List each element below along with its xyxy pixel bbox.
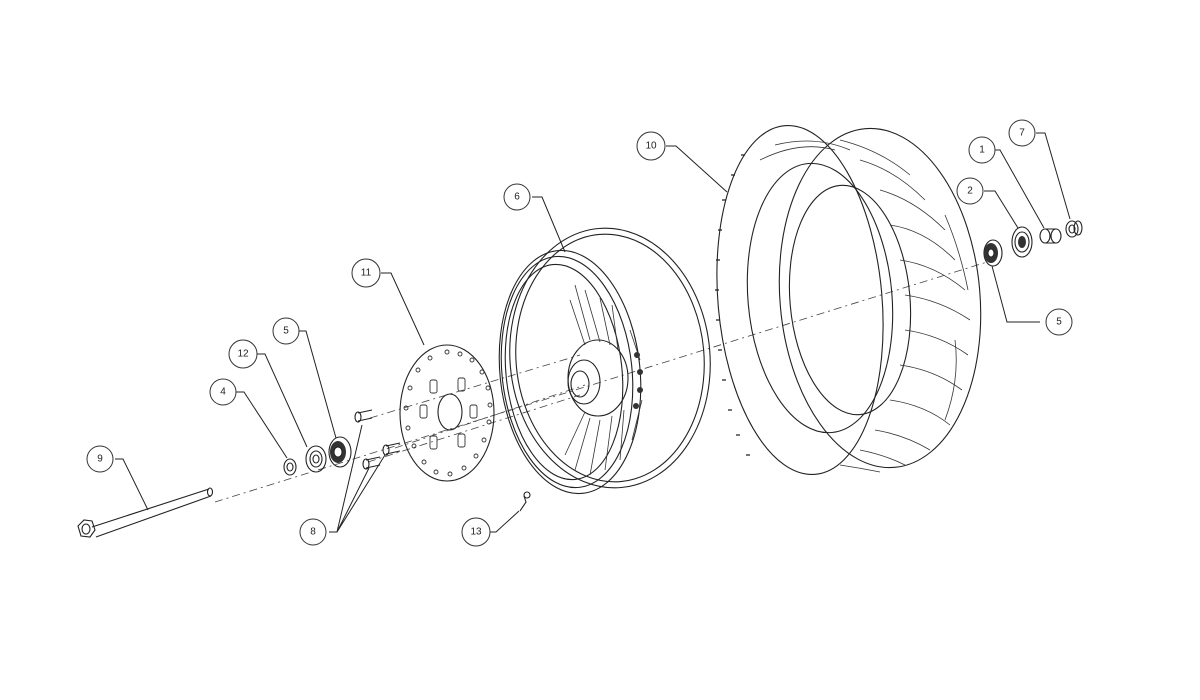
bearing-5-left-part (328, 436, 352, 468)
svg-text:8: 8 (310, 527, 316, 538)
axle-centerline (214, 257, 1001, 503)
callout-12: 12 (228, 339, 258, 369)
spacer-1-part (1039, 228, 1062, 244)
brake-rotor-part (399, 344, 495, 482)
svg-text:10: 10 (645, 141, 657, 152)
callout-9: 9 (86, 445, 114, 473)
svg-text:6: 6 (514, 192, 520, 203)
svg-text:9: 9 (97, 454, 103, 465)
spacer-4-part (283, 458, 297, 476)
svg-text:12: 12 (237, 349, 249, 360)
svg-text:1: 1 (979, 145, 985, 156)
tire-part (715, 124, 982, 476)
callout-2: 2 (956, 177, 984, 205)
bearing-5-right-part (983, 239, 1003, 267)
svg-text:13: 13 (470, 527, 482, 538)
callout-10: 10 (636, 131, 666, 161)
leader-lines (115, 132, 1071, 533)
axle-nut-part (1065, 220, 1083, 238)
svg-text:5: 5 (1056, 317, 1062, 328)
callout-13: 13 (461, 517, 491, 547)
callout-6: 6 (503, 183, 531, 211)
rotor-bolts-part (354, 409, 401, 470)
callout-7: 7 (1008, 119, 1036, 147)
valve-stem-part (519, 491, 531, 512)
callout-5-right: 5 (1045, 308, 1073, 336)
callout-8: 8 (299, 518, 327, 546)
wheel-rim-part (498, 227, 711, 495)
callout-11: 11 (351, 258, 381, 288)
svg-text:5: 5 (283, 326, 289, 337)
seal-12-part (305, 445, 327, 473)
callout-1: 1 (968, 136, 996, 164)
axle-part (77, 487, 214, 538)
callout-5-left: 5 (272, 317, 300, 345)
svg-text:2: 2 (967, 186, 973, 197)
svg-text:7: 7 (1019, 128, 1025, 139)
svg-text:11: 11 (361, 268, 372, 279)
seal-2-part (1011, 226, 1033, 258)
callout-4: 4 (209, 378, 237, 406)
svg-text:4: 4 (220, 387, 226, 398)
